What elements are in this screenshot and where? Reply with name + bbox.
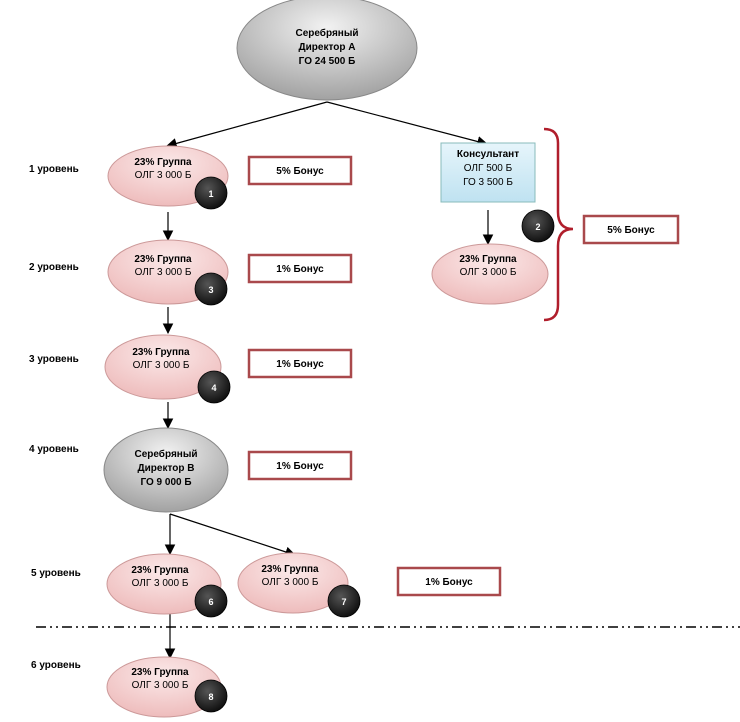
bonus-label: 5% Бонус (276, 166, 324, 177)
node-group-l5a: 23% Группа ОЛГ 3 000 Б (106, 553, 222, 615)
node-line: ГО 24 500 Б (299, 56, 356, 67)
level-label: 4 уровень (29, 444, 79, 455)
badge-6: 6 (194, 584, 228, 618)
node-group-consultant: 23% Группа ОЛГ 3 000 Б (431, 243, 549, 305)
node-line: 23% Группа (261, 564, 319, 575)
node-line: ОЛГ 3 000 Б (460, 267, 517, 278)
badge-1: 1 (194, 176, 228, 210)
node-line: Консультант (457, 149, 519, 160)
badge-number: 7 (341, 597, 346, 607)
node-line: Директор В (138, 463, 195, 474)
badge-number: 2 (535, 222, 540, 232)
node-group-l5b: 23% Группа ОЛГ 3 000 Б (237, 552, 349, 614)
level-label: 6 уровень (31, 660, 81, 671)
node-line: 23% Группа (131, 565, 189, 576)
arrow-top-to-l1 (165, 101, 328, 149)
node-line: ОЛГ 3 000 Б (135, 170, 192, 181)
level-label: 5 уровень (31, 568, 81, 579)
bonus-boxes: 5% Бонус 1% Бонус 1% Бонус 1% Бонус 1% Б… (247, 155, 680, 597)
bonus-label: 1% Бонус (425, 577, 473, 588)
node-silver-director-b: Серебряный Директор В ГО 9 000 Б (103, 427, 229, 513)
node-line: 23% Группа (459, 254, 517, 265)
bonus-box-l3: 1% Бонус (247, 348, 353, 379)
badge-3: 3 (194, 272, 228, 306)
node-consultant: Консультант ОЛГ 500 Б ГО 3 500 Б (440, 142, 536, 203)
badge-number: 8 (208, 692, 213, 702)
badge-number: 3 (208, 285, 213, 295)
connectors (162, 101, 494, 660)
bonus-label: 5% Бонус (607, 225, 655, 236)
node-line: ОЛГ 3 000 Б (133, 360, 190, 371)
badge-8: 8 (194, 679, 228, 713)
node-line: 23% Группа (134, 157, 192, 168)
badge-number: 4 (211, 383, 216, 393)
node-group-l3: 23% Группа ОЛГ 3 000 Б (104, 334, 222, 400)
node-line: ОЛГ 3 000 Б (135, 267, 192, 278)
badge-number: 1 (208, 189, 213, 199)
node-line: 23% Группа (132, 347, 190, 358)
level-labels: 1 уровень 2 уровень 3 уровень 4 уровень … (29, 164, 81, 671)
node-line: Серебряный (295, 27, 358, 39)
bonus-box-l1: 5% Бонус (247, 155, 353, 186)
bonus-box-l4: 1% Бонус (247, 450, 353, 481)
bonus-box-consultant: 5% Бонус (582, 214, 680, 245)
level-label: 3 уровень (29, 354, 79, 365)
badge-number: 6 (208, 597, 213, 607)
node-line: ОЛГ 3 000 Б (262, 577, 319, 588)
node-line: Серебряный (134, 448, 197, 460)
arrow-top-to-consultant (326, 101, 489, 147)
node-line: ОЛГ 3 000 Б (132, 578, 189, 589)
bonus-label: 1% Бонус (276, 359, 324, 370)
level-label: 2 уровень (29, 262, 79, 273)
bonus-box-l2: 1% Бонус (247, 253, 353, 284)
node-silver-director-a: Серебряный Директор А ГО 24 500 Б (236, 0, 418, 101)
node-line: ГО 3 500 Б (463, 177, 513, 188)
node-line: Директор А (299, 42, 356, 53)
bonus-label: 1% Бонус (276, 461, 324, 472)
bonus-label: 1% Бонус (276, 264, 324, 275)
node-line: 23% Группа (131, 667, 189, 678)
badge-7: 7 (327, 584, 361, 618)
node-line: ГО 9 000 Б (140, 477, 191, 488)
badge-2: 2 (521, 209, 555, 243)
node-line: 23% Группа (134, 254, 192, 265)
arrow-l4-to-l5b (169, 513, 297, 558)
badges: 1 2 3 4 6 7 8 (194, 176, 555, 713)
node-line: ОЛГ 500 Б (464, 163, 513, 174)
bonus-box-l5: 1% Бонус (396, 566, 502, 597)
badge-4: 4 (197, 370, 231, 404)
node-line: ОЛГ 3 000 Б (132, 680, 189, 691)
level-label: 1 уровень (29, 164, 79, 175)
bracket-brace (543, 127, 574, 322)
